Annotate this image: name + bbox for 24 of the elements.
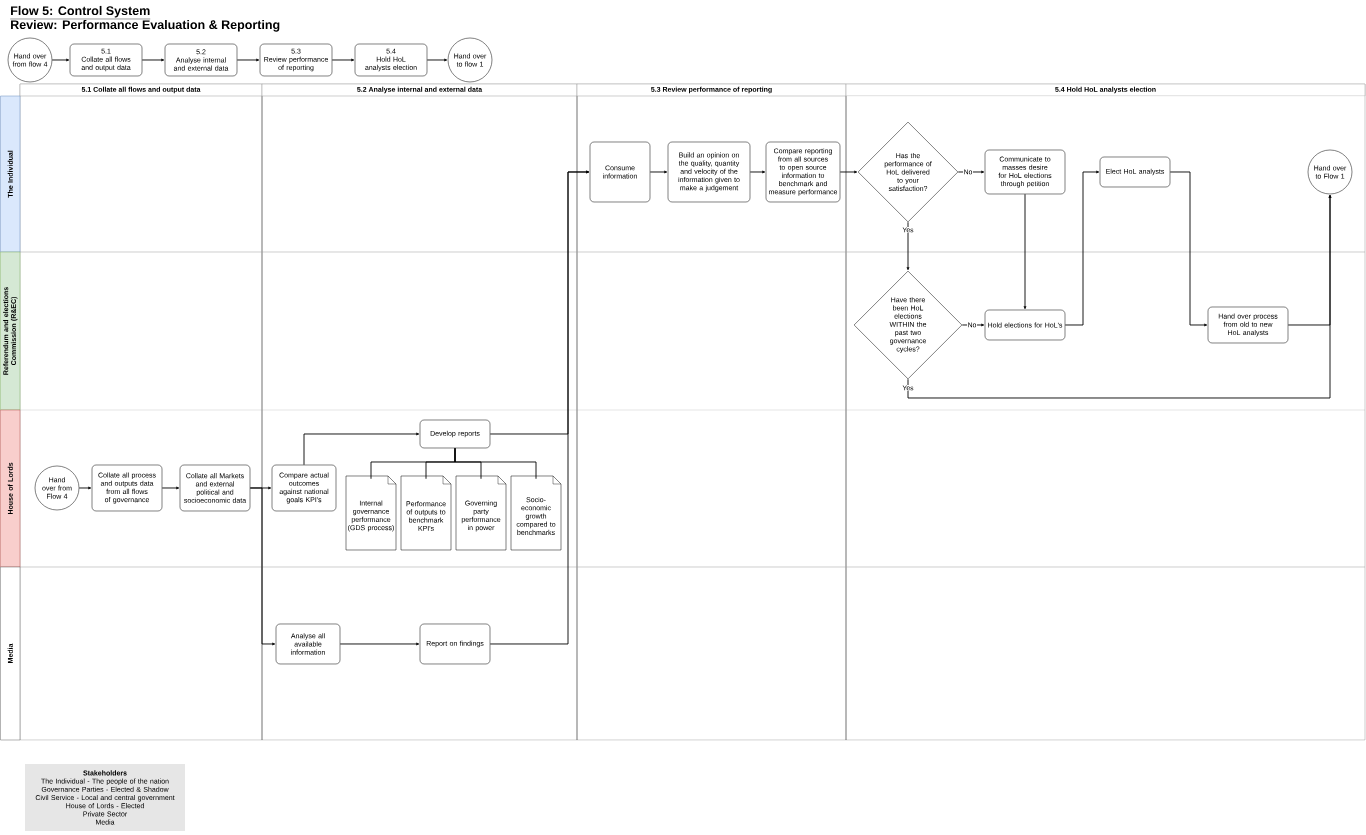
arrow	[961, 323, 985, 327]
arrow	[339, 642, 420, 646]
arrow	[303, 432, 420, 466]
connector-line	[454, 447, 537, 480]
arrow	[1064, 170, 1100, 326]
arrow	[957, 170, 985, 174]
arrow	[78, 486, 92, 490]
arrow	[649, 170, 668, 174]
arrow	[236, 58, 260, 62]
arrow	[426, 58, 448, 62]
arrow	[1023, 193, 1027, 310]
arrow	[161, 486, 180, 490]
arrow	[906, 221, 910, 271]
arrow	[749, 170, 766, 174]
arrow	[907, 194, 1332, 399]
title: Flow 5: Control System	[10, 5, 151, 20]
arrow	[51, 58, 70, 62]
subtitle: Review: Performance Evaluation & Reporting	[11, 19, 280, 32]
arrow	[489, 170, 590, 645]
arrow	[141, 58, 165, 62]
arrow	[839, 170, 858, 174]
arrow	[1169, 171, 1208, 327]
arrow	[331, 58, 355, 62]
arrow	[249, 487, 276, 646]
